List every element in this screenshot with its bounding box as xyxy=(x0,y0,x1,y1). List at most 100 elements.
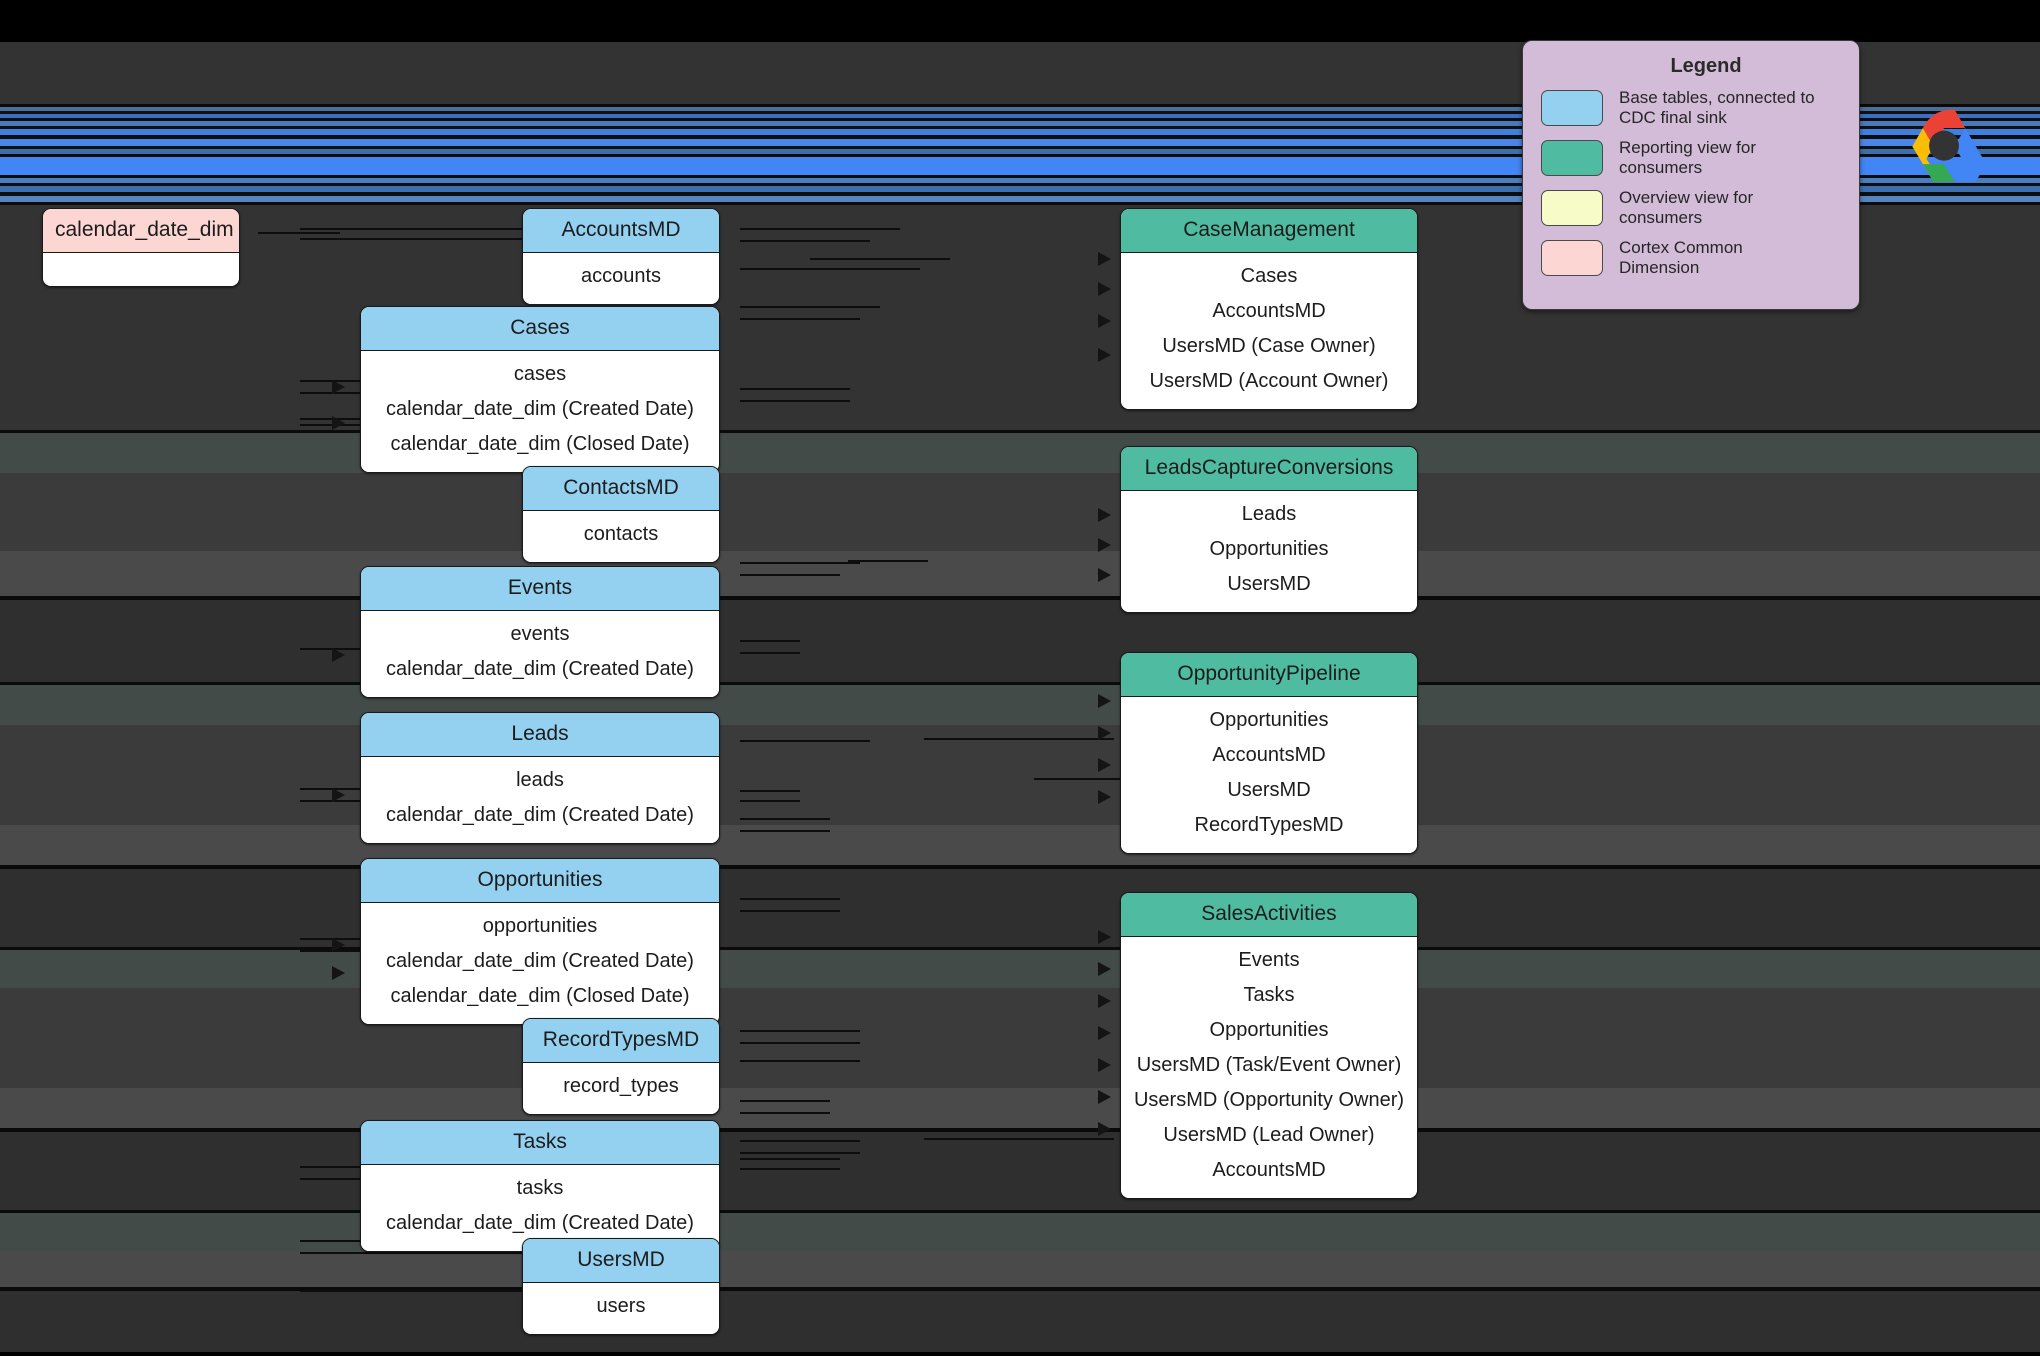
background-band xyxy=(0,950,2040,988)
node-row: calendar_date_dim (Created Date) xyxy=(386,804,694,827)
background-band xyxy=(0,202,2040,205)
node-row: Opportunities xyxy=(1209,538,1329,561)
connector-arrowhead xyxy=(332,648,345,662)
background-band xyxy=(0,129,2040,135)
background-band xyxy=(0,111,2040,114)
node-calendar-date-dim[interactable]: calendar_date_dim xyxy=(42,208,240,288)
node-title: Opportunities xyxy=(361,859,719,904)
background-band xyxy=(0,725,2040,825)
node-title: Cases xyxy=(361,307,719,352)
node-row: Leads xyxy=(1241,503,1297,526)
background-band xyxy=(0,175,2040,178)
node-users-md[interactable]: UsersMD users xyxy=(522,1238,720,1336)
connector-arrowhead xyxy=(1098,538,1111,552)
node-title: AccountsMD xyxy=(523,209,719,254)
connector-line xyxy=(740,1060,860,1062)
background-band xyxy=(0,865,2040,869)
node-cases[interactable]: Cases cases calendar_date_dim (Created D… xyxy=(360,306,720,474)
node-body: record_types xyxy=(523,1063,719,1115)
node-sales-activities[interactable]: SalesActivities Events Tasks Opportuniti… xyxy=(1120,892,1418,1200)
node-row: contacts xyxy=(583,523,659,546)
connector-line xyxy=(740,800,800,802)
legend-item-base-tables: Base tables, connected to CDC final sink xyxy=(1541,88,1841,128)
background-band xyxy=(0,1088,2040,1128)
node-row: calendar_date_dim (Closed Date) xyxy=(390,985,690,1008)
node-row: UsersMD xyxy=(1227,779,1311,802)
connector-arrowhead xyxy=(1098,508,1111,522)
node-body: contacts xyxy=(523,511,719,563)
legend-swatch-reporting-view xyxy=(1541,140,1603,177)
node-opportunities[interactable]: Opportunities opportunities calendar_dat… xyxy=(360,858,720,1026)
connector-line xyxy=(740,910,840,912)
node-leads-capture-conversions[interactable]: LeadsCaptureConversions Leads Opportunit… xyxy=(1120,446,1418,614)
connector-line xyxy=(740,388,850,390)
node-contacts-md[interactable]: ContactsMD contacts xyxy=(522,466,720,564)
node-body: cases calendar_date_dim (Created Date) c… xyxy=(361,351,719,473)
legend-item-reporting-view: Reporting view for consumers xyxy=(1541,138,1841,178)
node-row: UsersMD (Opportunity Owner) xyxy=(1133,1089,1405,1112)
background-band xyxy=(0,186,2040,192)
node-title: RecordTypesMD xyxy=(523,1019,719,1064)
node-accounts-md[interactable]: AccountsMD accounts xyxy=(522,208,720,306)
legend-rows: Base tables, connected to CDC final sink… xyxy=(1541,88,1841,278)
node-tasks[interactable]: Tasks tasks calendar_date_dim (Created D… xyxy=(360,1120,720,1253)
node-body: accounts xyxy=(523,253,719,305)
connector-arrowhead xyxy=(332,788,345,802)
connector-line xyxy=(740,898,840,900)
connector-line xyxy=(848,560,928,562)
node-row: UsersMD xyxy=(1227,573,1311,596)
background-band xyxy=(0,118,2040,121)
connector-line xyxy=(740,790,800,792)
node-row: cases xyxy=(513,363,567,386)
background-band xyxy=(0,1291,2040,1352)
connector-arrowhead xyxy=(1098,790,1111,804)
connector-arrowhead xyxy=(1098,758,1111,772)
connector-arrowhead xyxy=(332,966,345,980)
connector-arrowhead xyxy=(332,380,345,394)
top-black-bar xyxy=(0,0,2040,42)
background-band xyxy=(0,682,2040,685)
node-row: calendar_date_dim (Created Date) xyxy=(386,398,694,421)
node-body: Leads Opportunities UsersMD xyxy=(1121,491,1417,613)
background-band xyxy=(0,988,2040,1088)
node-row: AccountsMD xyxy=(1212,744,1326,767)
node-record-types-md[interactable]: RecordTypesMD record_types xyxy=(522,1018,720,1116)
google-cloud-logo xyxy=(1900,104,1988,182)
node-title: OpportunityPipeline xyxy=(1121,653,1417,698)
connector-arrowhead xyxy=(1098,694,1111,708)
background-band xyxy=(0,154,2040,157)
node-row: Opportunities xyxy=(1209,709,1329,732)
background-band xyxy=(0,1213,2040,1251)
connector-line xyxy=(740,830,830,832)
background-band xyxy=(0,104,2040,107)
node-title: Events xyxy=(361,567,719,612)
node-leads[interactable]: Leads leads calendar_date_dim (Created D… xyxy=(360,712,720,845)
node-row: leads xyxy=(516,769,564,792)
connector-line xyxy=(740,1168,840,1170)
node-body: events calendar_date_dim (Created Date) xyxy=(361,611,719,698)
connector-arrowhead xyxy=(1098,1090,1111,1104)
connector-arrowhead xyxy=(1098,1058,1111,1072)
node-row: UsersMD (Account Owner) xyxy=(1149,370,1389,393)
connector-arrowhead xyxy=(1098,314,1111,328)
connector-line xyxy=(740,1140,860,1142)
background-band xyxy=(0,135,2040,139)
connector-line xyxy=(300,1166,360,1168)
background-band xyxy=(0,430,2040,433)
node-row: events xyxy=(510,623,570,646)
connector-line xyxy=(300,1252,630,1254)
legend-panel: Legend Base tables, connected to CDC fin… xyxy=(1522,40,1860,310)
node-opportunity-pipeline[interactable]: OpportunityPipeline Opportunities Accoun… xyxy=(1120,652,1418,855)
background-band xyxy=(0,685,2040,725)
connector-arrowhead xyxy=(332,938,345,952)
node-body: Cases AccountsMD UsersMD (Case Owner) Us… xyxy=(1121,253,1417,410)
node-events[interactable]: Events events calendar_date_dim (Created… xyxy=(360,566,720,699)
connector-line xyxy=(740,268,920,270)
connector-line xyxy=(924,738,1114,740)
connector-line xyxy=(740,1112,830,1114)
connector-line xyxy=(258,232,340,234)
node-case-management[interactable]: CaseManagement Cases AccountsMD UsersMD … xyxy=(1120,208,1418,411)
connector-line xyxy=(300,1290,630,1292)
connector-line xyxy=(740,306,880,308)
node-title: Tasks xyxy=(361,1121,719,1166)
